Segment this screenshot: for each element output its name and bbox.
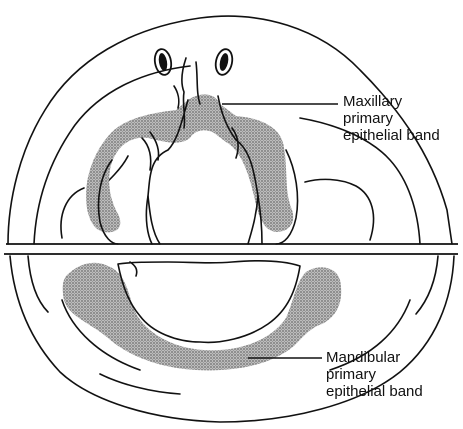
- upper-inner-rim: [33, 65, 191, 245]
- right-eye: [214, 48, 234, 76]
- mandibular-label-line1: Mandibular: [326, 349, 401, 366]
- maxillary-label-line2: primary: [343, 110, 394, 127]
- tongue-outline: [117, 260, 301, 344]
- lower-head-outline: [9, 255, 455, 423]
- maxillary-label-line1: Maxillary: [343, 93, 403, 110]
- section-cut: [4, 243, 458, 255]
- mandibular-band: [62, 262, 342, 371]
- mandibular-label-line2: primary: [326, 366, 377, 383]
- left-eye: [153, 48, 173, 76]
- central-palate-process: [145, 99, 189, 245]
- maxillary-band-label: Maxillary primary epithelial band: [343, 93, 440, 144]
- mandibular-label-line3: epithelial band: [326, 383, 423, 400]
- leader-lines: [222, 103, 338, 359]
- upper-head-outline: [7, 15, 453, 245]
- mandibular-band-label: Mandibular primary epithelial band: [326, 349, 423, 400]
- maxillary-label-line3: epithelial band: [343, 127, 440, 144]
- maxillary-band: [86, 94, 294, 233]
- eyes: [153, 48, 234, 76]
